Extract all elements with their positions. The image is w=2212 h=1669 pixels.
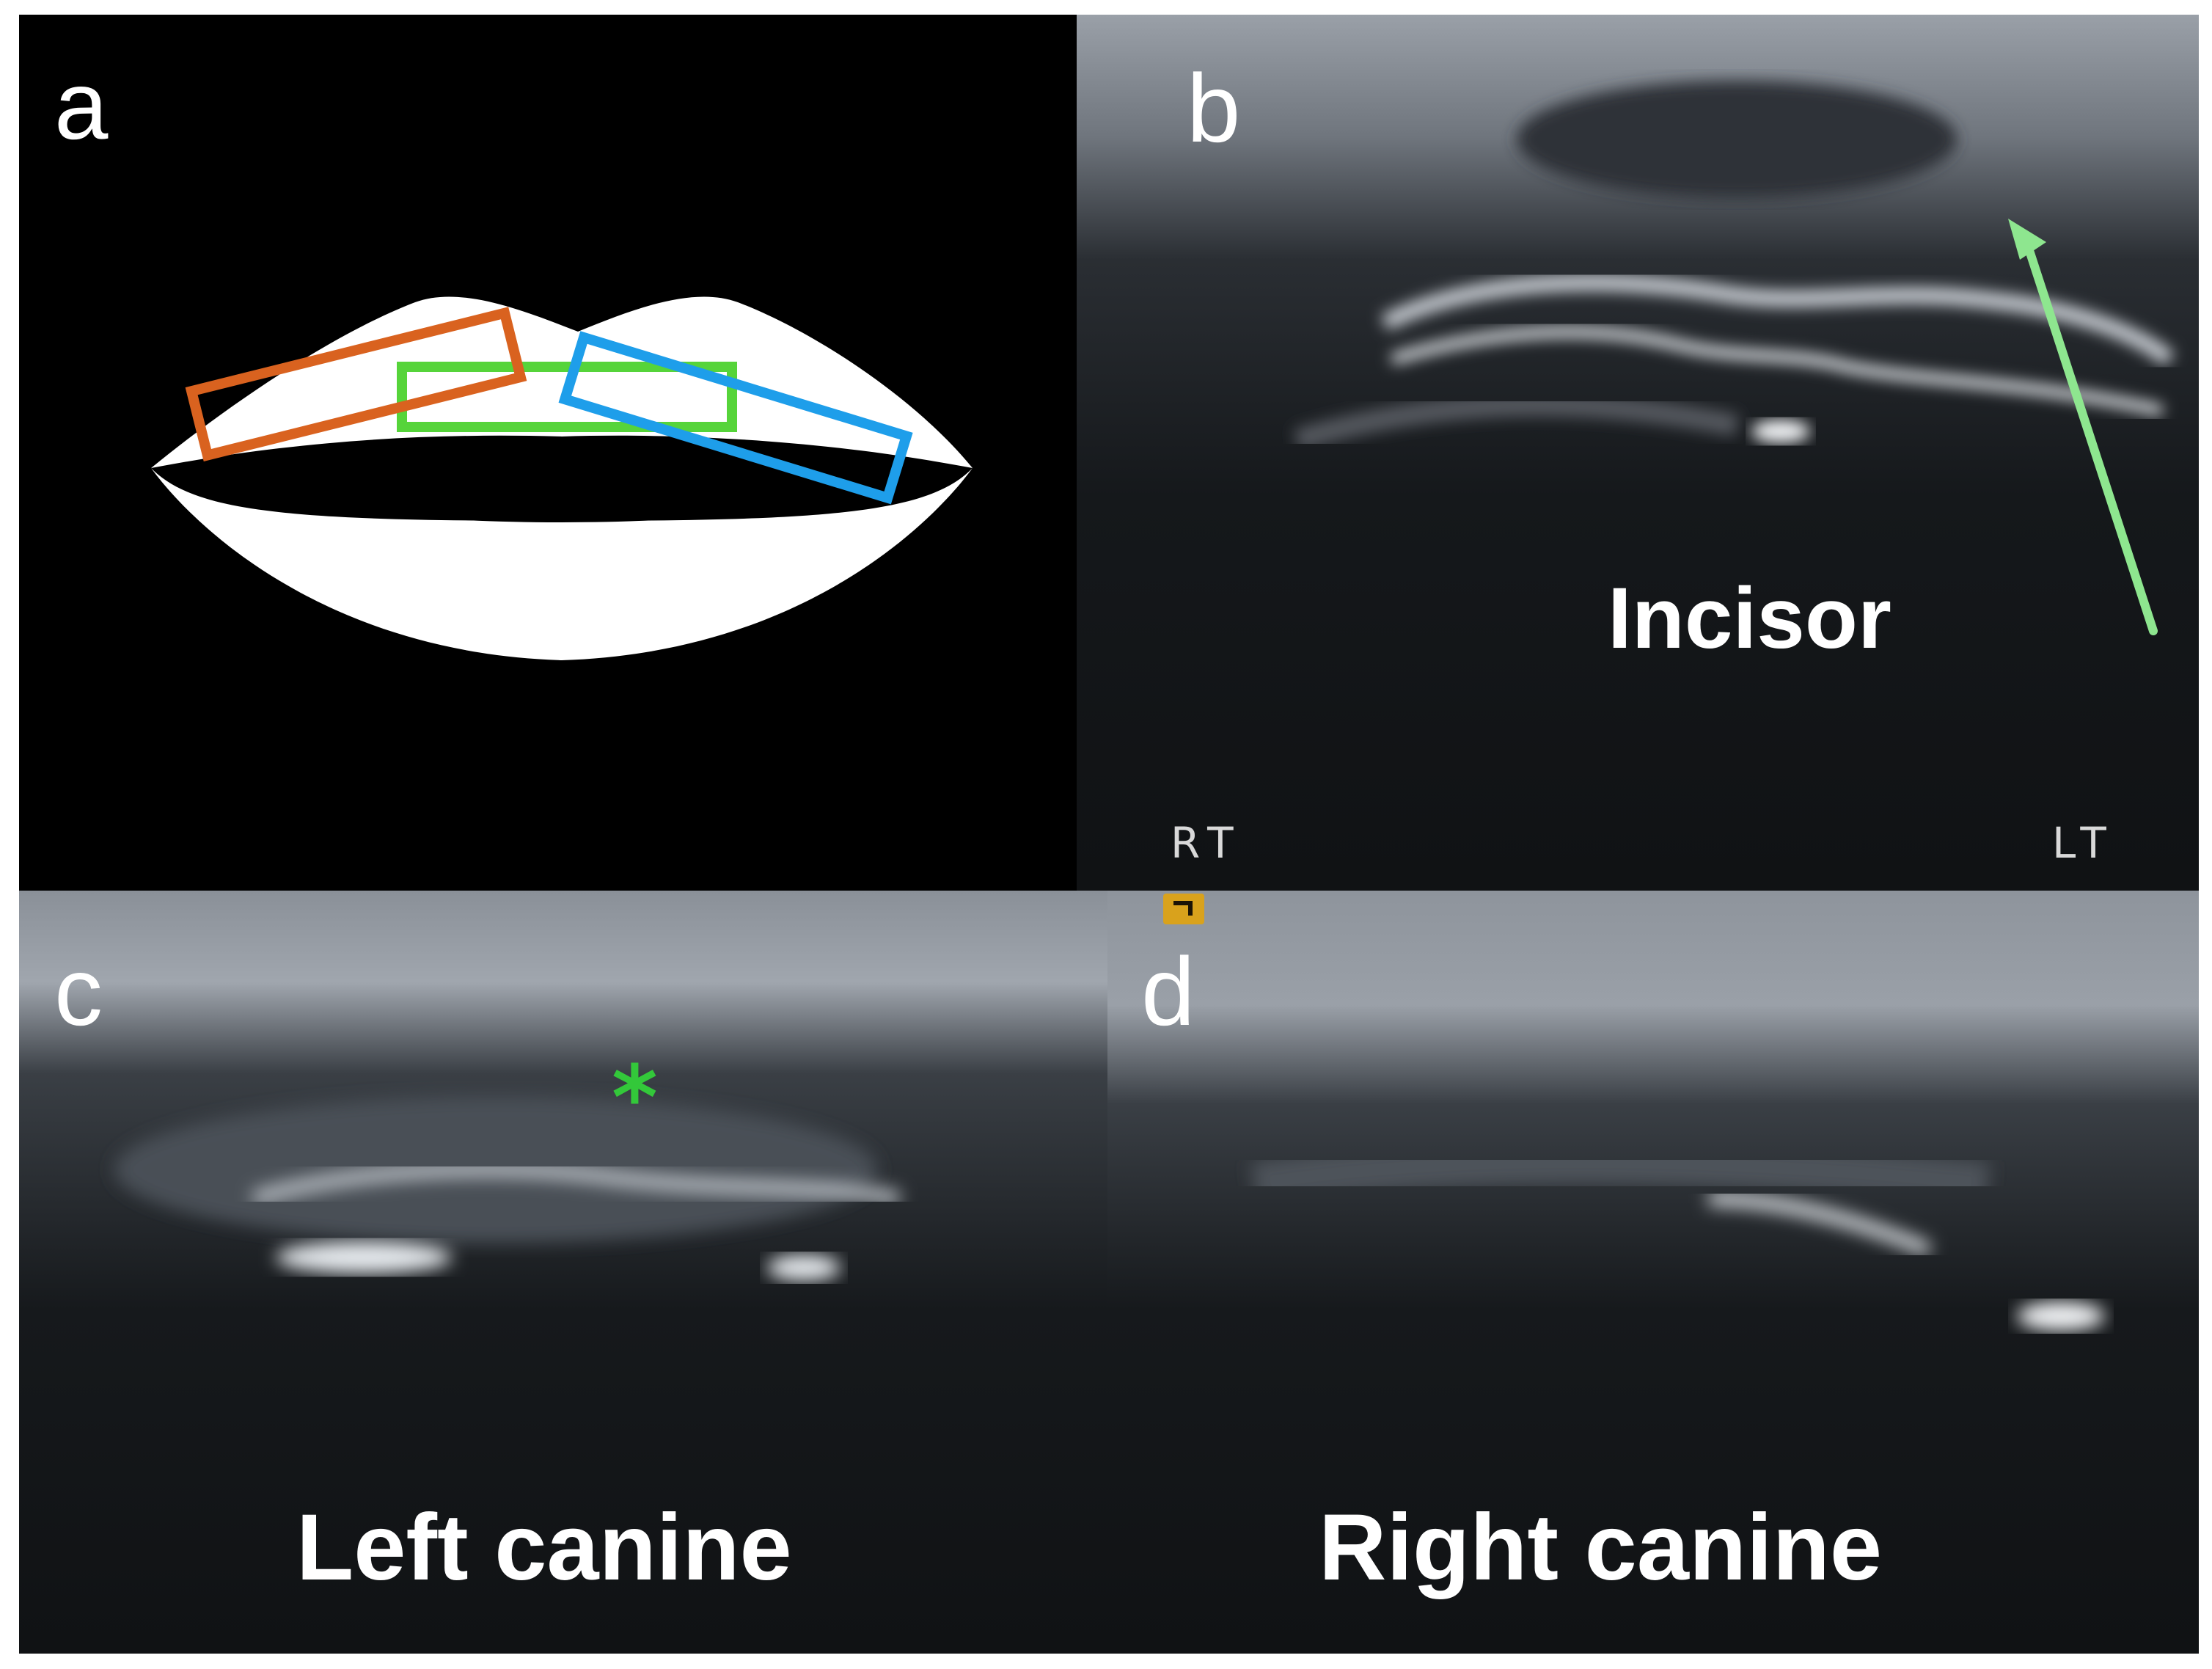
left-canine-caption: Left canine [296, 1495, 792, 1600]
ultrasound-image-c [19, 891, 1107, 1654]
right-canine-caption: Right canine [1319, 1495, 1883, 1600]
left-side-label: LT [2052, 818, 2117, 868]
panel-b-letter: b [1187, 54, 1241, 162]
probe-marker-icon [1163, 894, 1204, 924]
lips-diagram [151, 296, 973, 660]
right-side-label: RT [1171, 818, 1244, 868]
arrow-icon [2008, 219, 2158, 635]
panel-c-left-canine-ultrasound: c * Left canine [19, 891, 1107, 1654]
panel-b-incisor-ultrasound: b Incisor RT LT [1077, 15, 2199, 891]
left-canine-probe-box [185, 307, 527, 462]
incisor-probe-box [397, 362, 737, 432]
asterisk-marker: * [612, 1048, 658, 1150]
panel-d-letter: d [1141, 938, 1195, 1045]
panel-c-letter: c [54, 938, 103, 1045]
ultrasound-image-b [1077, 15, 2199, 891]
lower-lip [151, 468, 973, 660]
right-canine-probe-box [558, 331, 913, 505]
panel-d-right-canine-ultrasound: d Right canine [1107, 891, 2199, 1654]
incisor-caption: Incisor [1608, 570, 1891, 667]
mouth-opening [195, 449, 929, 522]
ultrasound-image-d [1107, 891, 2199, 1654]
panel-a-lip-diagram: a [19, 15, 1077, 891]
upper-lip [151, 296, 973, 468]
panel-a-letter: a [54, 51, 109, 159]
